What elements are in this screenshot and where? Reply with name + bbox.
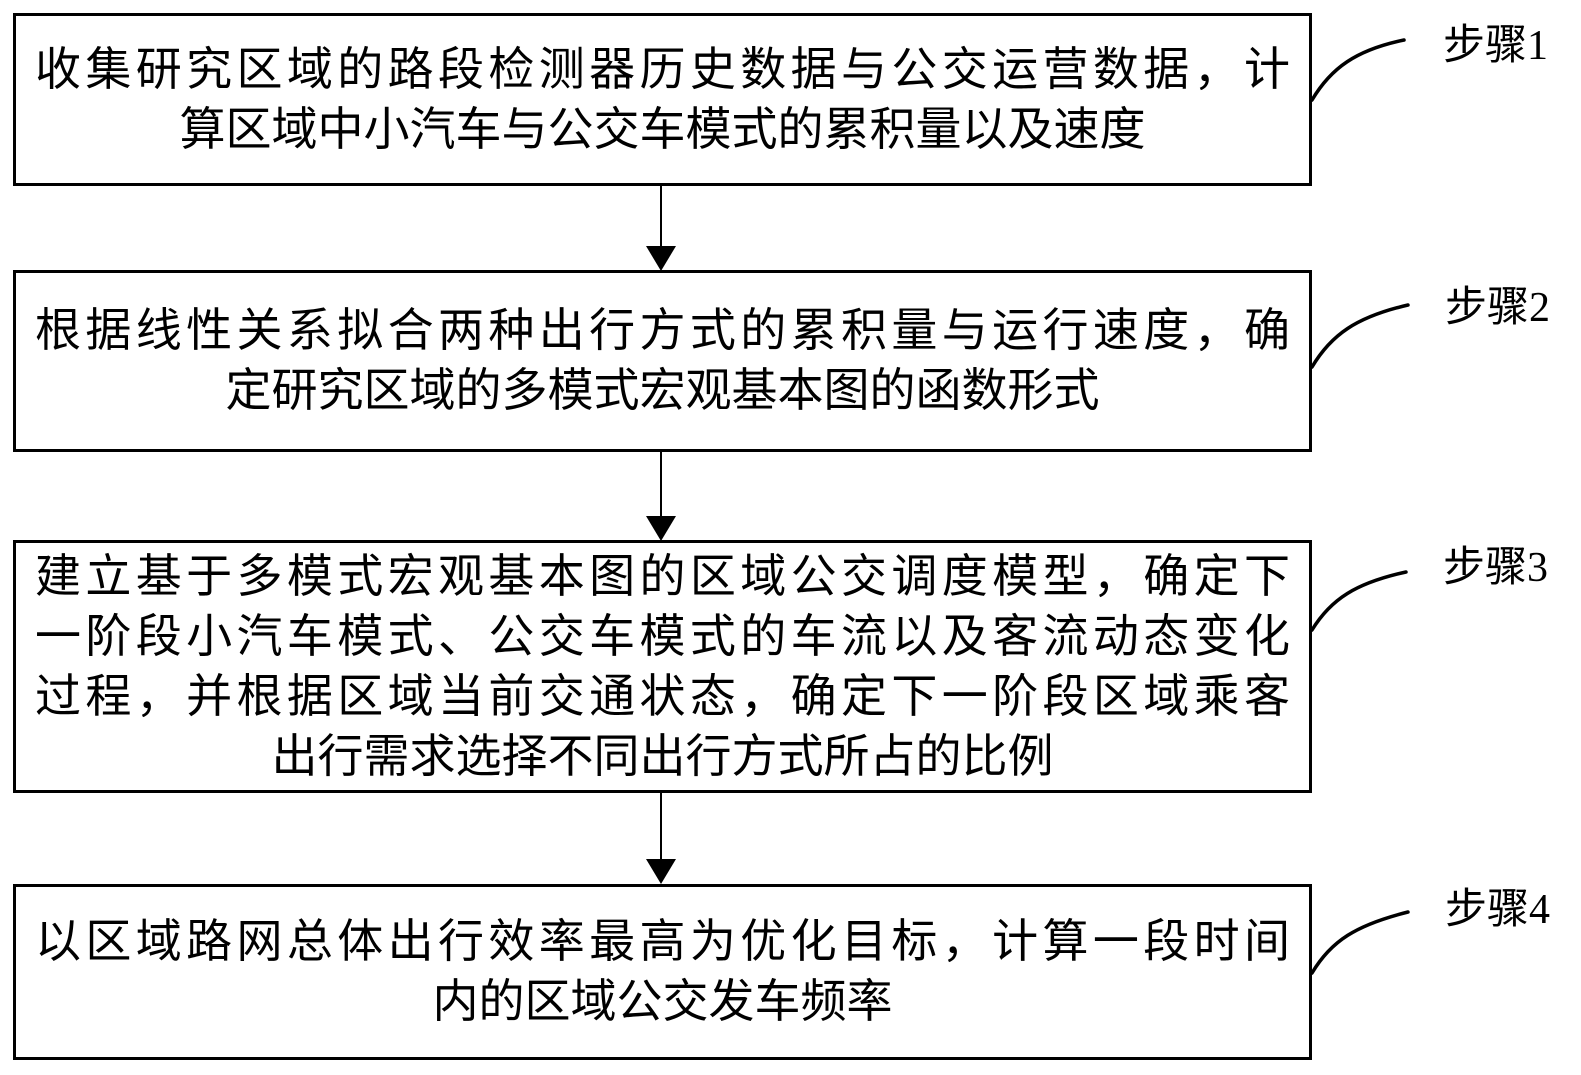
leader-line-3: [1310, 570, 1408, 632]
flow-arrow-2-head-icon: [646, 516, 676, 541]
flow-arrow-3-shaft: [660, 793, 662, 861]
step-4-box: 以区域路网总体出行效率最高为优化目标，计算一段时间 内的区域公交发车频率: [13, 884, 1312, 1060]
flow-arrow-2-shaft: [660, 452, 662, 518]
step-2-text-line: 根据线性关系拟合两种出行方式的累积量与运行速度，确: [35, 305, 1290, 356]
step-3-text-line: 一阶段小汽车模式、公交车模式的车流以及客流动态变化: [35, 610, 1290, 662]
step-4-text-line: 以区域路网总体出行效率最高为优化目标，计算一段时间: [35, 916, 1290, 967]
step-1-text-line: 算区域中小汽车与公交车模式的累积量以及速度: [179, 103, 1146, 155]
flow-arrow-3-head-icon: [646, 859, 676, 884]
step-2-text-line: 定研究区域的多模式宏观基本图的函数形式: [225, 365, 1100, 416]
step-2-label: 步骤2: [1445, 285, 1551, 331]
step-1-text-line: 收集研究区域的路段检测器历史数据与公交运营数据，计: [35, 43, 1290, 95]
flow-arrow-1-head-icon: [646, 246, 676, 271]
leader-line-4: [1310, 910, 1410, 975]
step-3-text-line: 出行需求选择不同出行方式所占的比例: [271, 730, 1054, 782]
step-1-box: 收集研究区域的路段检测器历史数据与公交运营数据，计 算区域中小汽车与公交车模式的…: [13, 13, 1312, 186]
step-1-label: 步骤1: [1443, 23, 1549, 69]
step-4-label: 步骤4: [1445, 887, 1551, 933]
flow-arrow-1-shaft: [660, 186, 662, 248]
leader-line-1: [1310, 38, 1406, 102]
step-4-text-line: 内的区域公交发车频率: [432, 976, 893, 1027]
leader-line-2: [1310, 303, 1410, 369]
step-3-box: 建立基于多模式宏观基本图的区域公交调度模型，确定下 一阶段小汽车模式、公交车模式…: [13, 540, 1312, 793]
step-3-text-line: 过程，并根据区域当前交通状态，确定下一阶段区域乘客: [35, 670, 1290, 722]
step-3-label: 步骤3: [1443, 545, 1549, 591]
step-2-box: 根据线性关系拟合两种出行方式的累积量与运行速度，确 定研究区域的多模式宏观基本图…: [13, 270, 1312, 452]
step-3-text-line: 建立基于多模式宏观基本图的区域公交调度模型，确定下: [35, 550, 1290, 602]
